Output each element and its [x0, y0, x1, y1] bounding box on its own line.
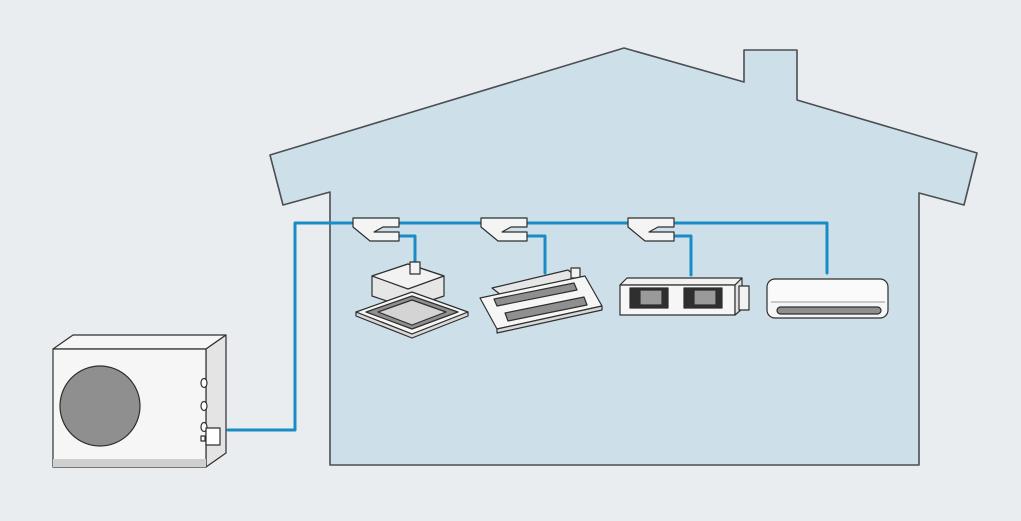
wall-split-air-outlet: [776, 306, 882, 315]
outdoor-service-notch: [200, 435, 206, 442]
wall-split-top-panel: [770, 280, 886, 302]
cassette-1way-unit: [479, 267, 603, 334]
ducted-unit: [619, 277, 750, 316]
branch-pipe-cassette-1way: [520, 234, 547, 275]
cassette-1way-louvre-back: [493, 282, 578, 307]
branch-joint-2: [480, 217, 528, 242]
cassette-4way-unit: [355, 261, 469, 339]
ducted-unit-top: [619, 277, 743, 286]
ducted-unit-spigot: [738, 285, 750, 311]
outdoor-unit: [52, 334, 227, 468]
cassette-4way-panel-rim: [355, 311, 469, 339]
cassette-1way-louvre-front: [504, 296, 588, 322]
branch-pipe-cassette-4way: [393, 234, 417, 265]
branch-joint-3: [627, 217, 675, 242]
outdoor-unit-side: [205, 334, 227, 468]
ducted-fan-window-1: [639, 289, 663, 306]
outdoor-port-1: [200, 377, 208, 389]
wall-split-unit: [766, 278, 889, 319]
branch-joint-1: [352, 217, 400, 242]
refrigerant-piping: [226, 221, 829, 432]
cassette-4way-grille: [377, 299, 447, 326]
ducted-fan-window-2: [693, 289, 717, 306]
cassette-4way-pipe-stub: [409, 261, 421, 275]
outdoor-unit-base: [53, 459, 206, 467]
cassette-1way-pipe-stub: [570, 267, 581, 279]
outdoor-port-2: [200, 400, 208, 412]
branch-pipe-ducted: [666, 234, 693, 277]
outdoor-fan-icon: [59, 365, 141, 447]
main-pipe-run: [226, 221, 829, 432]
house-outline: [269, 47, 978, 466]
outdoor-service-panel: [205, 427, 221, 446]
cassette-4way-body-top: [371, 263, 445, 290]
outdoor-unit-top: [52, 334, 227, 350]
cassette-1way-panel-rim: [496, 305, 603, 334]
